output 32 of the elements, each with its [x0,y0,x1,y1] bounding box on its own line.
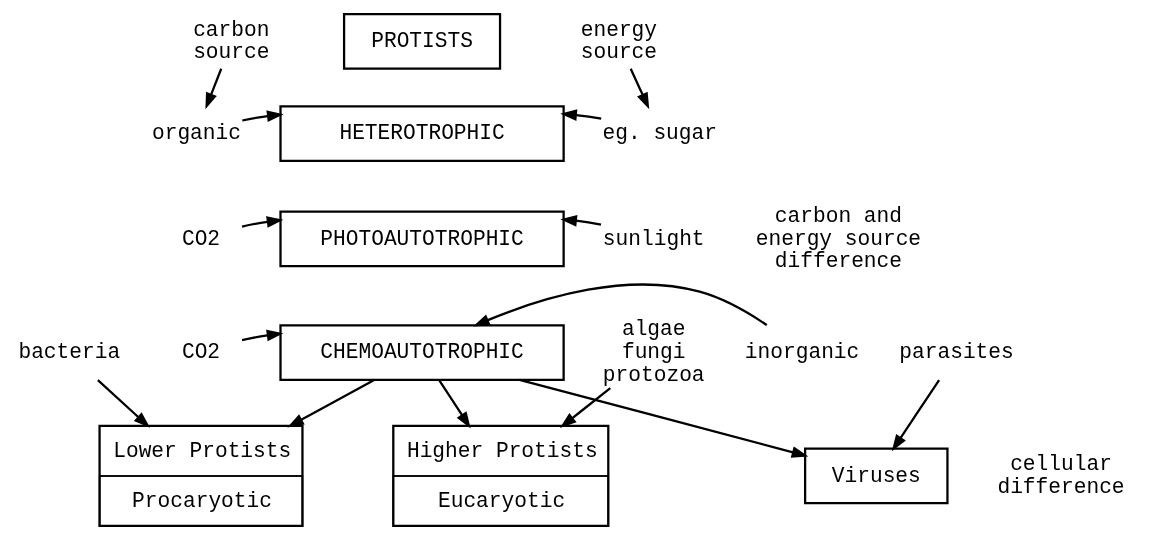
arrow [241,329,283,342]
arrow [286,378,375,428]
node-text: eg. sugar [602,121,717,146]
node-box: PHOTOAUTOTROPHIC [278,210,565,268]
arrow [629,68,649,110]
node-text: bacteria [17,340,120,365]
node-text: carbon source [192,17,269,65]
node-text: inorganic [744,340,859,365]
arrow [437,379,471,429]
arrow [241,216,283,228]
arrow [559,215,601,227]
arrow [96,379,150,428]
node-box: HETEROTROPHIC [278,105,565,163]
arrow [559,387,611,428]
node-text: sunlight [602,226,705,251]
arrow [472,283,767,327]
node-text: organic [151,121,241,146]
node-text: energy source [580,17,657,65]
node-text: algae fungi protozoa [602,317,705,387]
node-box: Viruses [803,447,949,505]
node-text: CO2 [181,226,220,251]
node-box: CHEMOAUTOTROPHIC [278,324,565,381]
label: cellular difference [996,452,1125,499]
arrow [518,378,808,458]
node-box: PROTISTS [342,13,501,70]
arrow [891,379,940,452]
arrow [204,68,222,110]
node-text: parasites [898,340,1014,365]
arrow [559,109,601,121]
node-text: CO2 [181,340,220,365]
label: carbon and energy source difference [755,203,921,274]
arrow [241,110,284,122]
